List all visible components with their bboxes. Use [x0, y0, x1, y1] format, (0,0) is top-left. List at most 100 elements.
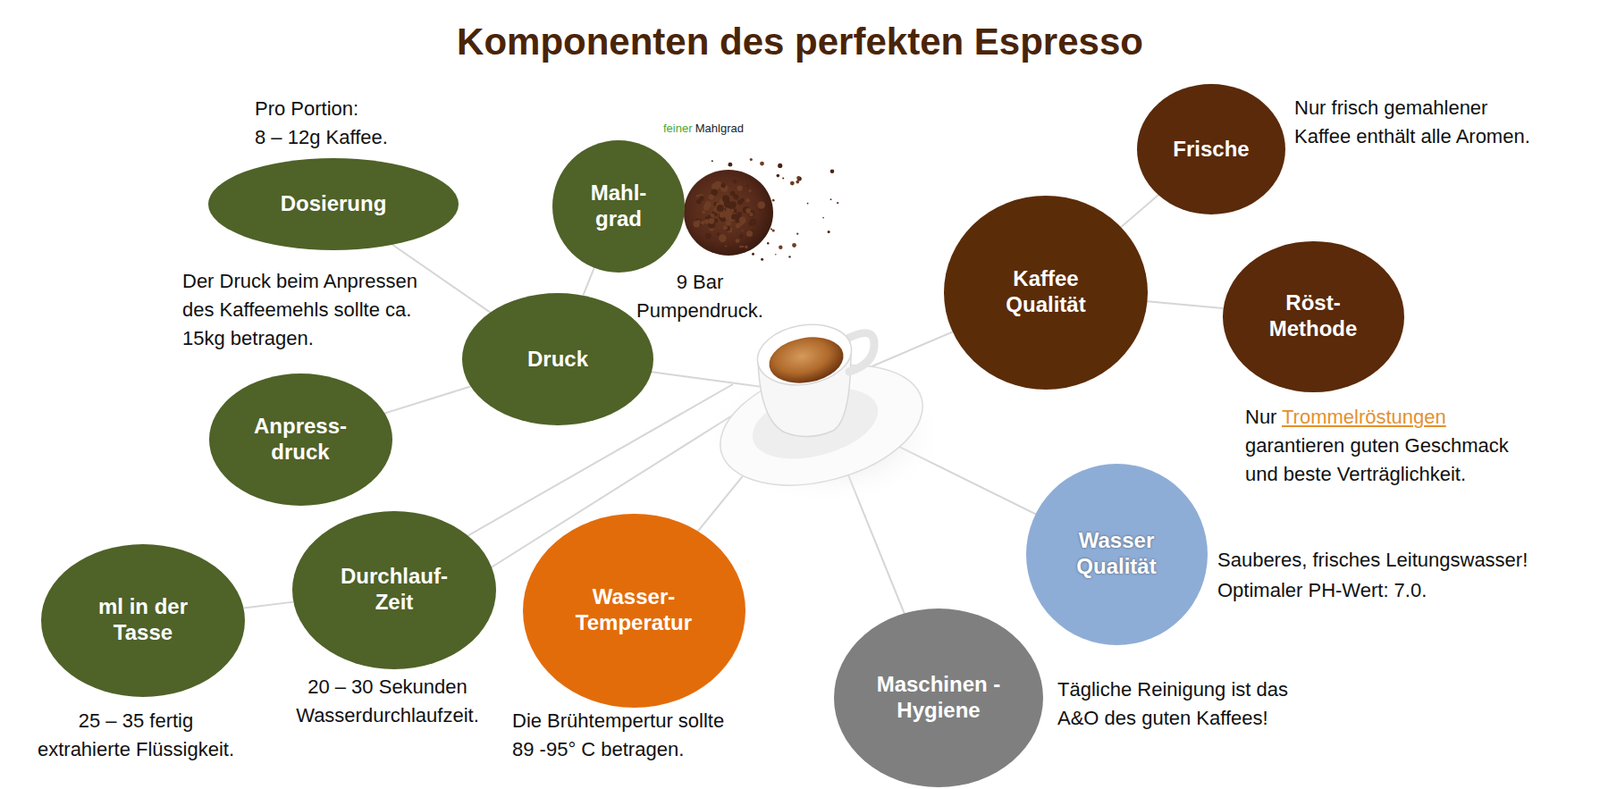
powder-grain — [836, 202, 839, 204]
powder-grain — [700, 220, 706, 226]
powder-grain — [749, 158, 753, 161]
powder-grain — [788, 255, 791, 258]
note-text: feiner — [663, 120, 693, 137]
bubble-node: Anpress- druck — [209, 373, 393, 506]
powder-grain — [708, 194, 715, 201]
coffee-powder — [683, 158, 839, 262]
powder-grain — [749, 218, 758, 227]
powder-grain — [790, 181, 795, 186]
powder-grain — [760, 258, 764, 262]
powder-grain — [749, 189, 752, 193]
note-group: 8 – 12g Kaffee. — [254, 123, 388, 152]
powder-grain — [745, 198, 750, 203]
bubble-label: Dosierung — [244, 191, 423, 218]
bubble-node: Kaffee Qualität — [943, 195, 1148, 390]
powder-grain — [735, 223, 741, 228]
bubble-fill — [1026, 463, 1208, 646]
powder-grain — [766, 242, 769, 245]
note-text: Der Druck beim Anpressen des Kaffeemehls… — [182, 267, 438, 354]
note-group: Optimaler PH-Wert: 7.0. — [1217, 576, 1427, 606]
note-text: Sauberes, frisches Leitungswasser! — [1217, 546, 1528, 575]
bubble-label: Anpress- druck — [246, 413, 354, 466]
bubble-fill — [943, 195, 1148, 390]
powder-grain — [702, 210, 707, 215]
bubble-fill — [1136, 84, 1286, 215]
powder-grain — [739, 216, 747, 224]
bubble-fill — [1222, 241, 1405, 393]
note-group: Pro Portion: — [254, 94, 359, 124]
powder-grain — [774, 253, 777, 256]
powder-grain — [746, 185, 750, 188]
bubble-node: ml in der Tasse — [41, 544, 245, 698]
powder-grain — [725, 208, 732, 214]
powder-grain — [739, 245, 742, 249]
note-text: Optimaler PH-Wert: 7.0. — [1217, 576, 1427, 606]
powder-grain — [772, 199, 775, 203]
bubble-label: Röst- Methode — [1259, 290, 1367, 343]
powder-grain — [822, 217, 825, 219]
connector-line — [384, 386, 471, 413]
powder-grain — [830, 198, 833, 201]
powder-grain — [698, 195, 705, 202]
powder-grain — [772, 228, 775, 232]
powder-grain — [731, 213, 738, 220]
powder-grain — [705, 233, 711, 239]
powder-grain — [791, 243, 797, 248]
connector-line — [1146, 301, 1223, 309]
bubble-node: Wasser- Temperatur — [522, 513, 746, 708]
powder-grain — [770, 228, 773, 231]
bubble-fill — [208, 158, 459, 251]
note-group: garantieren guten Geschmack und beste Ve… — [1245, 431, 1527, 489]
powder-grain — [827, 230, 831, 234]
connector-line — [1120, 194, 1158, 228]
note-group: NurTrommelröstungen — [1245, 403, 1447, 432]
connector-stroke — [384, 386, 471, 413]
bubble-fill — [292, 511, 497, 670]
powder-grain — [759, 161, 765, 167]
bubble-label: Frische — [1162, 136, 1261, 163]
bubble-node: Dosierung — [208, 158, 459, 251]
powder-grain — [757, 201, 766, 210]
powder-grain — [830, 168, 835, 174]
note-text: garantieren guten Geschmack und beste Ve… — [1245, 431, 1527, 489]
powder-grain — [719, 211, 726, 219]
connector-stroke — [582, 268, 594, 296]
powder-grain — [712, 211, 716, 215]
bubble-node: Frische — [1136, 84, 1286, 215]
powder-grain — [807, 202, 809, 205]
note-group: Sauberes, frisches Leitungswasser! — [1217, 546, 1528, 575]
powder-grain — [737, 185, 743, 192]
connector-stroke — [244, 602, 295, 609]
note-text: Mahlgrad — [695, 120, 744, 137]
powder-grain — [693, 220, 701, 228]
powder-grain — [726, 208, 732, 213]
note-text: 20 – 30 Sekunden Wasserdurchlaufzeit. — [286, 673, 489, 731]
note-text: Trommelröstungen — [1281, 403, 1447, 432]
powder-grain — [728, 162, 733, 168]
powder-grain — [721, 183, 726, 188]
bubble-node: Röst- Methode — [1222, 241, 1405, 393]
bubble-node: Wasser Qualität — [1026, 463, 1208, 646]
bubble-label: Mahl- grad — [578, 180, 659, 233]
bubble-label: Wasser Qualität — [1062, 528, 1171, 581]
note-group: Nur frisch gemahlener Kaffee enthält all… — [1294, 93, 1541, 152]
bubble-label: Maschinen -Hygiene — [874, 672, 1004, 725]
powder-grain — [741, 229, 744, 232]
powder-grain — [723, 225, 728, 230]
powder-grain — [745, 208, 751, 214]
bubble-fill — [833, 608, 1044, 788]
powder-grain — [732, 179, 737, 184]
connector-stroke — [1146, 301, 1223, 309]
bubble-fill — [462, 293, 654, 426]
powder-grain — [704, 201, 712, 209]
powder-grain — [708, 218, 716, 225]
connector-line — [582, 268, 594, 296]
powder-grain — [724, 244, 727, 247]
note-text: 9 Bar Pumpendruck. — [623, 268, 776, 326]
powder-grain — [747, 246, 750, 249]
note-text: Tägliche Reinigung ist das A&O des guten… — [1057, 675, 1308, 733]
bubble-node: Druck — [462, 293, 654, 426]
note-group: Die Brühtempertur sollte 89 -95° C betra… — [512, 707, 736, 765]
bubble-label: Druck — [490, 346, 625, 373]
bubble-node: Maschinen -Hygiene — [833, 608, 1044, 788]
